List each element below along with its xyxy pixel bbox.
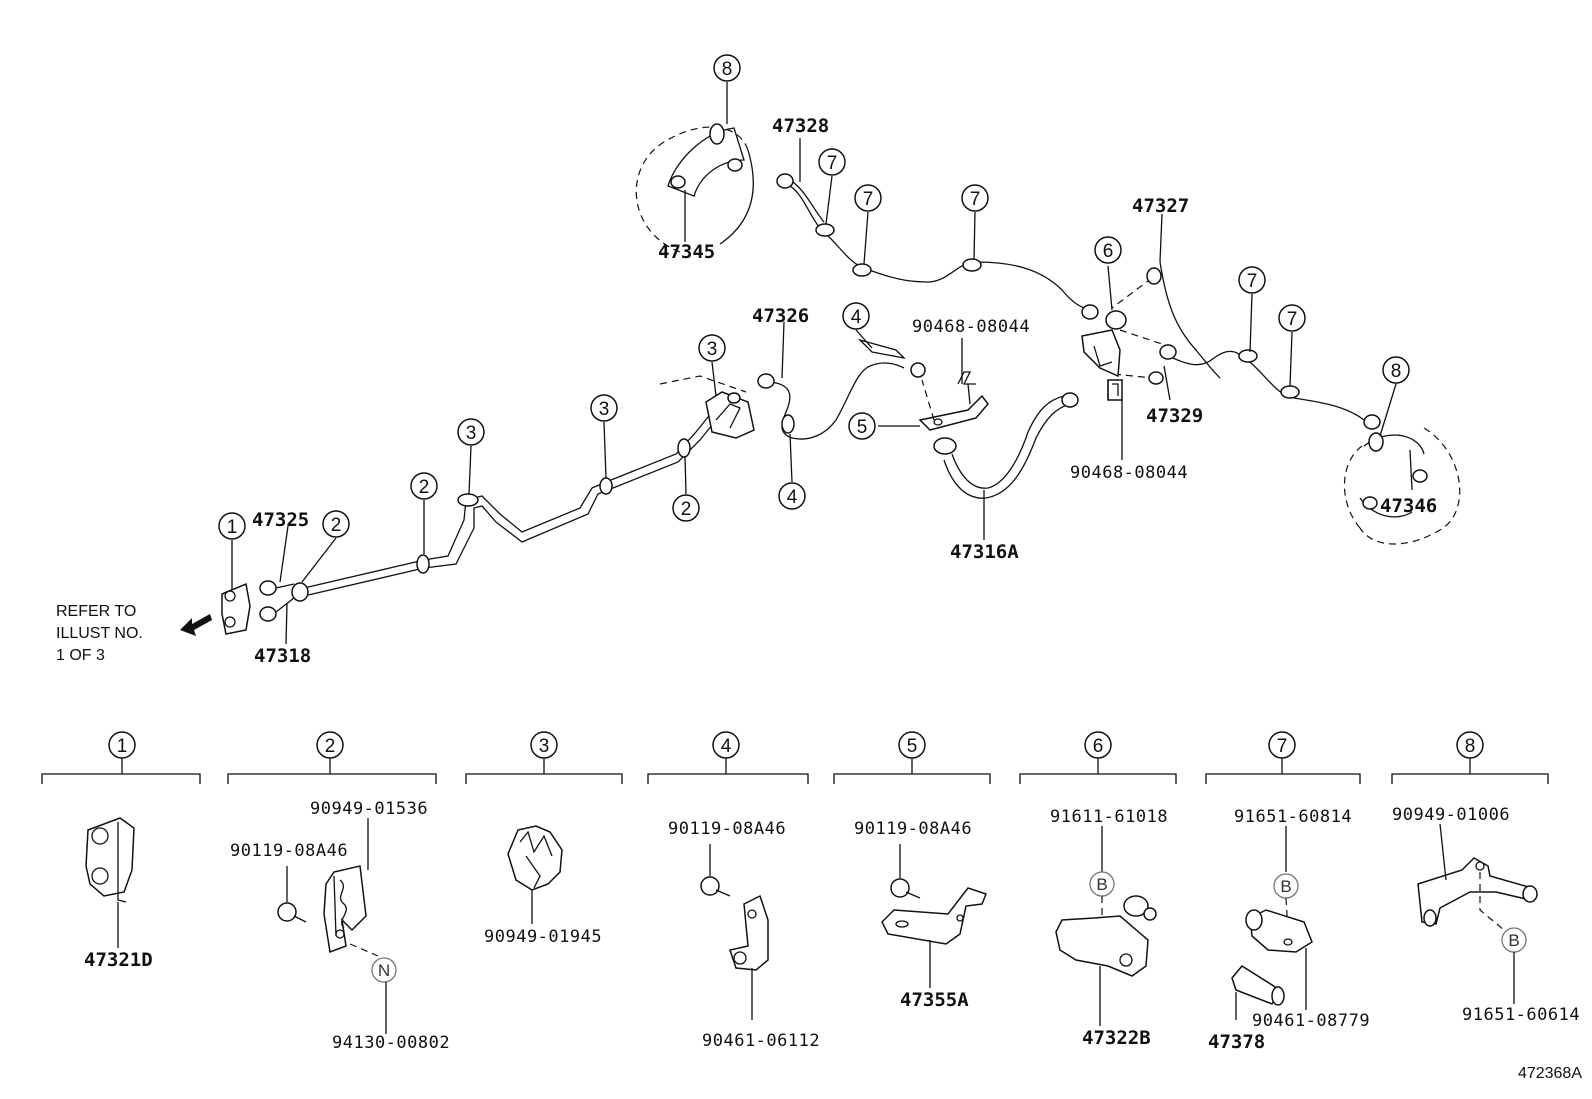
callout-7: 7 (863, 189, 874, 210)
refer-arrow (180, 614, 212, 636)
legend-item-7: B 91651-60814 90461-08779 47378 (1208, 807, 1370, 1053)
callout-8: 8 (1391, 361, 1402, 382)
callout-7: 7 (1287, 309, 1298, 330)
legend-label-90119-08a46-5: 90119-08A46 (854, 819, 972, 839)
legend-num-6: 6 (1093, 736, 1104, 757)
legend-item-8: B 90949-01006 91651-60614 (1392, 805, 1580, 1025)
legend-label-47378: 47378 (1208, 1031, 1265, 1053)
refer-note-line-1: REFER TO (56, 603, 136, 620)
legend-letter-b-7: B (1280, 877, 1291, 896)
label-47325: 47325 (252, 509, 309, 531)
callout-2: 2 (419, 477, 430, 498)
clip-3-bracket (659, 375, 755, 439)
clip-8-left (709, 123, 725, 145)
callout-7: 7 (1247, 271, 1258, 292)
legend-label-90461-08779: 90461-08779 (1252, 1011, 1370, 1031)
legend-item-5: 90119-08A46 47355A (854, 819, 987, 1011)
legend-letter-b-6: B (1096, 875, 1107, 894)
legend-headers: 1 2 3 4 5 6 7 8 (41, 731, 1549, 784)
callout-3: 3 (599, 399, 610, 420)
legend-label-47355a: 47355A (900, 989, 969, 1011)
legend-letter-b-8: B (1508, 931, 1519, 950)
illustration-id: 472368A (1518, 1065, 1582, 1082)
callout-4: 4 (851, 307, 862, 328)
brake-line-47326 (757, 362, 905, 440)
legend-label-91651-60614: 91651-60614 (1462, 1005, 1580, 1025)
legend-item-1: 47321D (84, 817, 153, 971)
brake-line-47327 (1111, 261, 1221, 385)
legend-num-1: 1 (117, 736, 128, 757)
legend-letter-n: N (378, 961, 390, 980)
legend-label-90119-08a46-4: 90119-08A46 (668, 819, 786, 839)
legend-label-94130-00802: 94130-00802 (332, 1033, 450, 1053)
legend-label-90949-01536: 90949-01536 (310, 799, 428, 819)
legend-label-90119-08a46: 90119-08A46 (230, 841, 348, 861)
legend-label-91651-60814: 91651-60814 (1234, 807, 1352, 827)
refer-note-line-2: ILLUST NO. (56, 625, 143, 642)
bracket-5 (918, 371, 989, 431)
callout-7: 7 (827, 153, 838, 174)
rear-right-drum (1343, 427, 1461, 545)
label-90468-08044-bottom: 90468-08044 (1070, 463, 1188, 483)
legend-num-3: 3 (539, 736, 550, 757)
refer-note-line-3: 1 OF 3 (56, 647, 105, 664)
main-brake-line (259, 411, 717, 622)
legend-num-4: 4 (721, 736, 732, 757)
legend-item-2: N 90949-01536 90119-08A46 94130-00802 (230, 799, 450, 1053)
callout-8: 8 (722, 59, 733, 80)
legend-item-4: 90119-08A46 90461-06112 (668, 819, 820, 1051)
junction-block (1081, 310, 1127, 452)
bracket-4 (857, 338, 926, 378)
callout-2: 2 (681, 499, 692, 520)
legend-label-47322b: 47322B (1082, 1027, 1151, 1049)
legend-label-47321d: 47321D (84, 949, 153, 971)
label-47326: 47326 (752, 305, 809, 327)
label-47345: 47345 (658, 241, 715, 263)
joint-1 (221, 582, 251, 635)
legend-num-7: 7 (1277, 736, 1288, 757)
diagram-callouts: 8 7 7 7 6 7 7 8 4 5 4 3 3 3 2 2 2 1 (218, 54, 1410, 540)
callout-4: 4 (787, 487, 798, 508)
brake-line-47328 (776, 173, 1099, 320)
callout-3: 3 (707, 339, 718, 360)
callout-2: 2 (331, 515, 342, 536)
flexible-hose-47316a (933, 392, 1079, 499)
clip-8-right (1368, 432, 1384, 452)
callout-6: 6 (1103, 241, 1114, 262)
legend-num-2: 2 (325, 736, 336, 757)
legend-label-90461-06112: 90461-06112 (702, 1031, 820, 1051)
label-47328: 47328 (772, 115, 829, 137)
label-90468-08044-top: 90468-08044 (912, 317, 1030, 337)
label-47346: 47346 (1380, 495, 1437, 517)
label-47327: 47327 (1132, 195, 1189, 217)
refer-note: REFER TO ILLUST NO. 1 OF 3 (56, 603, 143, 664)
label-47316a: 47316A (950, 541, 1019, 563)
legend-num-8: 8 (1465, 736, 1476, 757)
diagram-part-labels: 47345 47328 47327 47326 90468-08044 4732… (252, 115, 1437, 667)
legend-item-3: 90949-01945 (484, 825, 602, 947)
callout-3: 3 (466, 423, 477, 444)
legend-label-90949-01945: 90949-01945 (484, 927, 602, 947)
callout-1: 1 (227, 517, 238, 538)
label-47329: 47329 (1146, 405, 1203, 427)
label-47318: 47318 (254, 645, 311, 667)
leader-lines (231, 82, 1413, 645)
callout-5: 5 (857, 417, 868, 438)
legend-item-6: B 91611-61018 47322B (1050, 807, 1168, 1049)
legend-num-5: 5 (907, 736, 918, 757)
brake-line-47329 (1159, 344, 1381, 430)
legend-label-91611-61018: 91611-61018 (1050, 807, 1168, 827)
callout-7: 7 (970, 189, 981, 210)
rear-left-drum (635, 123, 754, 253)
legend-label-90949-01006: 90949-01006 (1392, 805, 1510, 825)
